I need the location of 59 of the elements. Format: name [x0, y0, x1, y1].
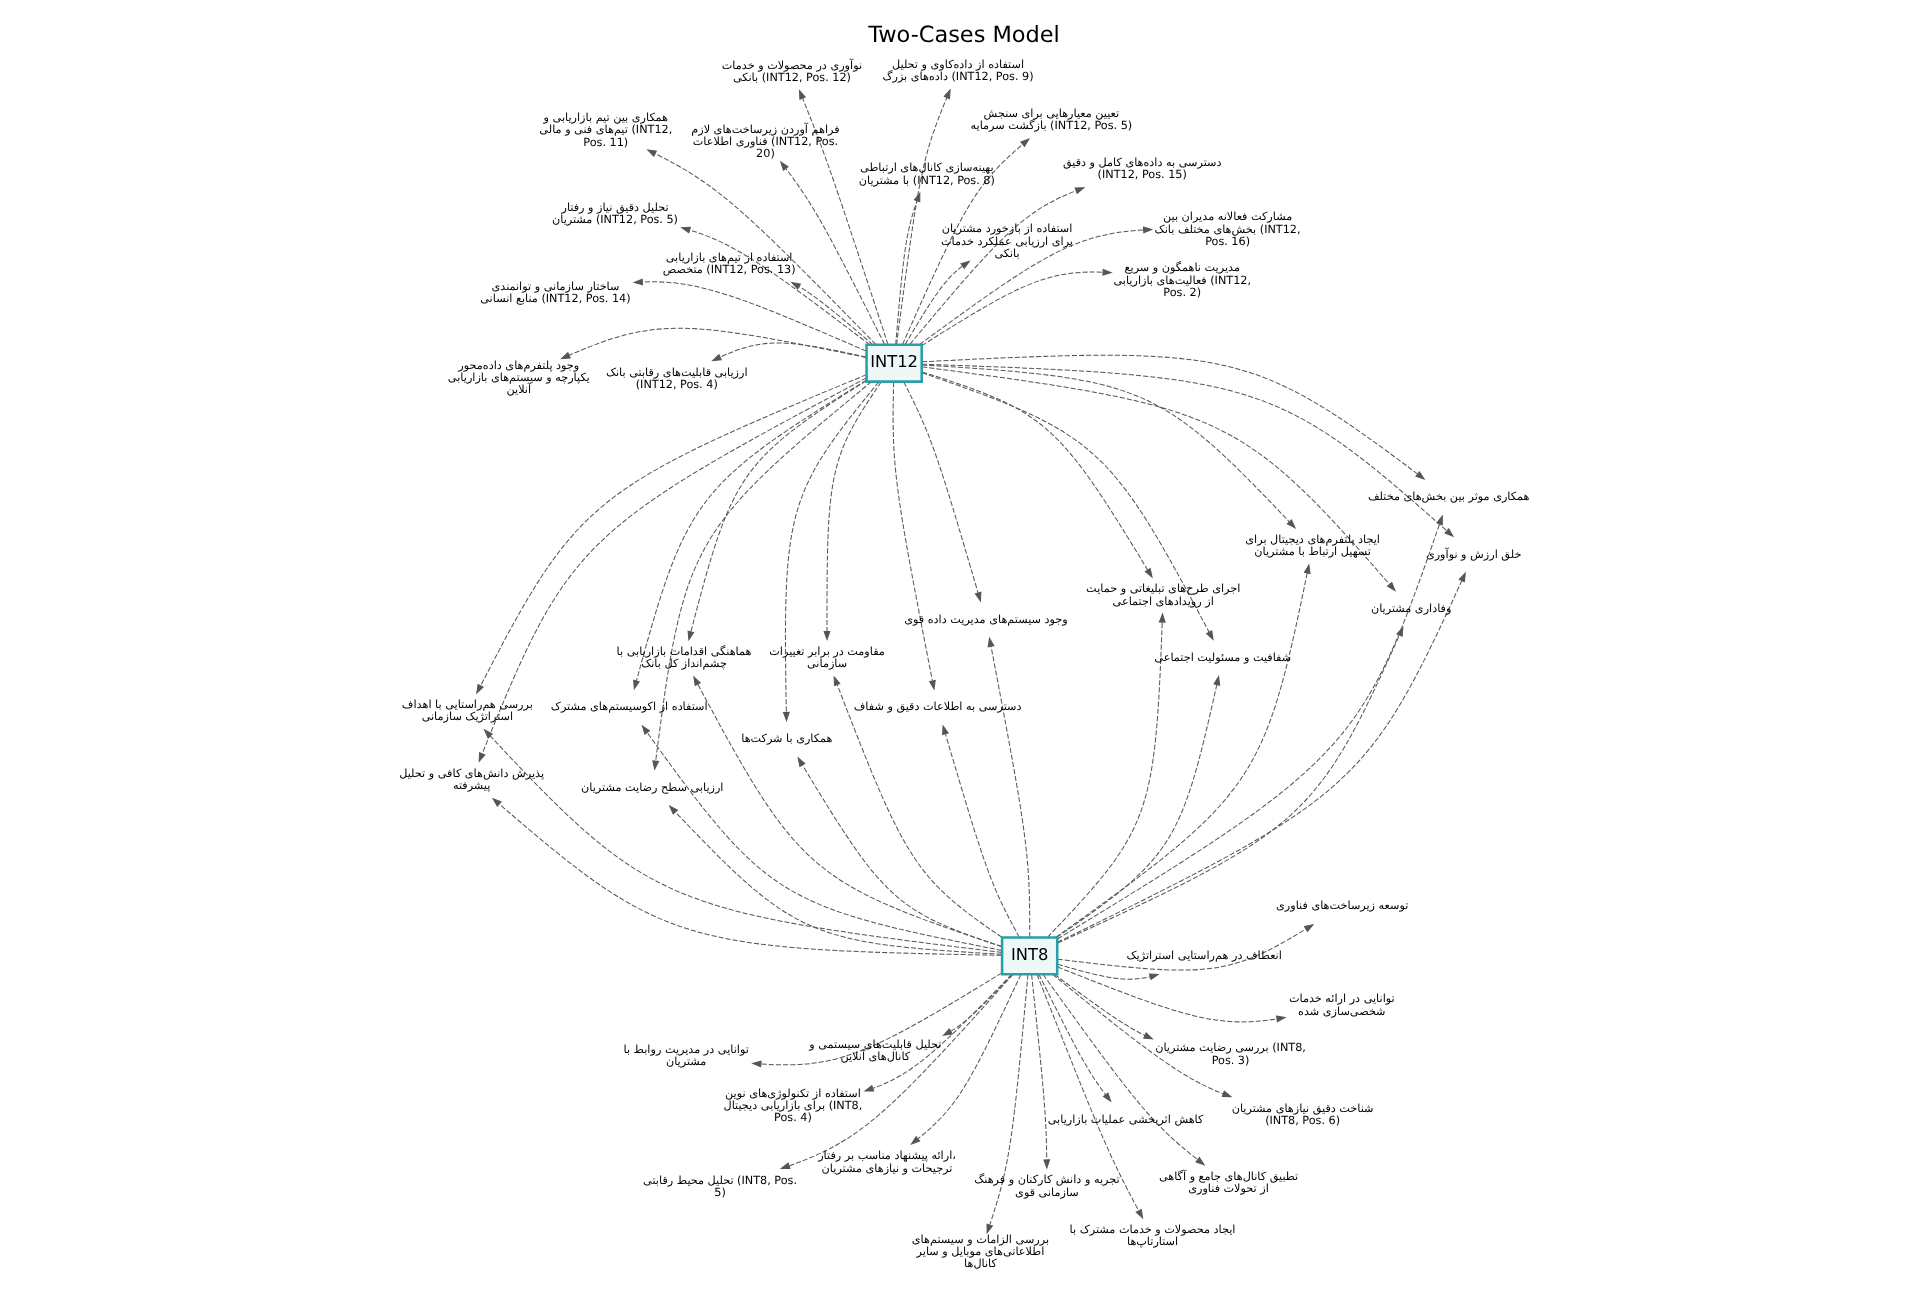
arrow — [633, 379, 867, 691]
arrow — [632, 278, 867, 352]
arrow — [711, 342, 867, 362]
arrow — [641, 724, 1003, 951]
arrow — [1046, 612, 1166, 938]
arrow — [823, 381, 882, 642]
arrow — [1038, 973, 1112, 1103]
arrow — [921, 364, 1297, 529]
arrow — [782, 381, 880, 723]
arrow — [921, 354, 1426, 480]
arrow — [797, 756, 1003, 948]
arrow — [1031, 973, 1051, 1170]
arrow — [1056, 514, 1443, 940]
arrow — [903, 381, 982, 603]
arrow — [693, 675, 1003, 948]
arrow — [918, 226, 1154, 346]
arrow — [652, 381, 873, 771]
arrow — [987, 636, 1031, 938]
arrow — [1053, 973, 1154, 1040]
arrow — [476, 374, 867, 695]
arrow — [668, 804, 1003, 955]
arrow — [646, 149, 877, 346]
arrow — [1056, 626, 1404, 944]
arrow — [833, 675, 1003, 938]
arrow — [921, 366, 1397, 592]
arrow — [491, 797, 1003, 956]
arrow — [863, 973, 1013, 1092]
arrow — [896, 88, 951, 346]
arrow — [1042, 973, 1206, 1166]
node-box: INT8 — [1000, 936, 1059, 976]
arrow — [779, 973, 1014, 1170]
arrow — [1056, 923, 1315, 971]
arrow — [901, 137, 1031, 345]
arrow — [687, 380, 867, 642]
arrow — [904, 260, 971, 346]
arrow — [921, 371, 1153, 579]
arrow — [798, 89, 889, 346]
arrow — [986, 973, 1029, 1235]
arrow — [560, 327, 867, 360]
diagram-title: Two-Cases Model — [868, 22, 1060, 49]
arrow — [892, 381, 936, 691]
arrow — [921, 372, 1214, 641]
arrow — [751, 972, 1003, 1068]
arrow — [1056, 966, 1287, 1023]
arrow — [1057, 963, 1160, 981]
arrow — [910, 973, 1022, 1145]
arrow — [478, 377, 867, 763]
arrow — [1055, 563, 1311, 938]
arrow — [1056, 571, 1466, 943]
arrow — [942, 724, 1020, 938]
arrow — [921, 268, 1113, 347]
arrow — [1056, 675, 1221, 938]
node-box: INT12 — [865, 343, 923, 383]
arrow — [790, 281, 874, 346]
arrow — [1051, 973, 1233, 1098]
arrow — [779, 160, 886, 345]
arrow — [1036, 973, 1144, 1220]
arrow — [921, 363, 1455, 538]
arrow — [680, 226, 871, 346]
